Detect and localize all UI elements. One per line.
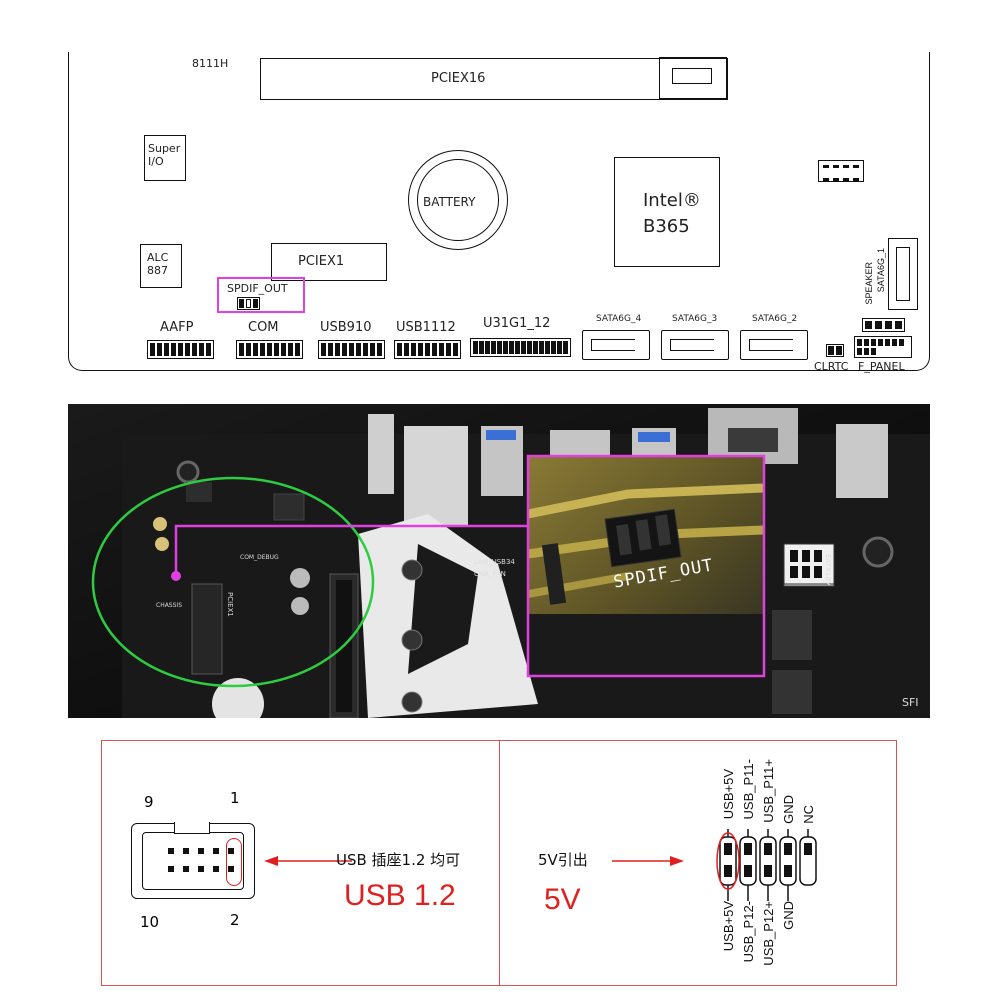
u31g1-label: U31G1_12: [483, 316, 551, 331]
board-schematic: 8111H PCIEX16 Super I/O BATTERY Intel® B…: [0, 0, 1000, 380]
usb910-header: [318, 340, 385, 359]
clrtc-label: CLRTC: [814, 360, 849, 373]
speaker-header: [862, 318, 905, 332]
chipset-model-label: B365: [643, 216, 690, 237]
v5-big-label: 5V: [544, 883, 581, 916]
f-panel-header: [854, 336, 912, 358]
sata4-label: SATA6G_4: [596, 314, 642, 324]
pin-label-top-3: USB_P11+: [761, 759, 776, 823]
intel-label: Intel®: [643, 190, 701, 211]
sata2-label: SATA6G_2: [752, 314, 798, 324]
speaker-label: SPEAKER: [864, 262, 874, 305]
pin-10-label: 10: [140, 913, 160, 931]
sata1-label: SATA6G_1: [876, 248, 886, 293]
sata3-port: [661, 330, 729, 360]
f-panel-label: F_PANEL: [858, 360, 905, 373]
board-label-pciex1: PCIEX1: [226, 592, 234, 617]
left-arrow: [264, 856, 352, 866]
aafp-label: AAFP: [160, 320, 194, 335]
aafp-header: [147, 340, 214, 359]
super-io-chip: Super I/O: [144, 135, 186, 181]
com-label: COM: [248, 320, 279, 335]
board-label-eatx12v: EATX12V: [824, 554, 832, 586]
alc887-chip: ALC 887: [140, 244, 182, 288]
battery-label: BATTERY: [423, 195, 476, 209]
usb910-label: USB910: [320, 320, 372, 335]
spdif-out-label: SPDIF_OUT: [227, 282, 288, 295]
pin-label-top-1: USB+5V: [721, 769, 736, 820]
pciex1-slot: PCIEX1: [271, 243, 387, 281]
sata3-label: SATA6G_3: [672, 314, 718, 324]
right-arrow: [612, 856, 684, 866]
small-chip: [818, 160, 864, 182]
pinout-diagram: 9 1 10 2 USB 插座1.2 均可 USB 1.2 5V引出 5V US…: [101, 740, 897, 986]
board-label-sfi: SFI: [902, 696, 919, 709]
pin-2-label: 2: [230, 911, 240, 929]
sata1-port: [888, 238, 918, 310]
spdif-header: [237, 297, 260, 310]
usb-note: USB 插座1.2 均可: [336, 851, 461, 869]
board-photo: SPDIF_OUT LAN_USB34 CHA_FAN CHASSIS PCIE…: [68, 404, 930, 718]
usb1112-label: USB1112: [396, 320, 456, 335]
pin1-highlight: [226, 838, 242, 886]
usb1112-header: [394, 340, 461, 359]
pciex16-slot: PCIEX16: [260, 57, 728, 100]
usb-header-outline: [131, 822, 255, 899]
sata4-port: [582, 330, 650, 360]
sata2-port: [740, 330, 808, 360]
pin-label-top-5: NC: [801, 805, 816, 824]
board-label-chassis: CHASSIS: [156, 602, 183, 609]
pciex16-label: PCIEX16: [431, 71, 486, 86]
pinout-header: [716, 829, 817, 901]
com-header: [236, 340, 303, 359]
pin-label-bottom-3: USB_P12+: [761, 901, 776, 966]
pin-9-label: 9: [144, 793, 154, 811]
battery: BATTERY: [408, 150, 508, 250]
pin-label-bottom-4: GND: [781, 901, 796, 930]
board-outline: [68, 52, 930, 371]
usb-header-pins: [168, 848, 234, 872]
board-label-com-debug: COM_DEBUG: [240, 554, 279, 561]
spdif-out-highlight: SPDIF_OUT: [217, 277, 305, 313]
usb-big-label: USB 1.2: [344, 879, 456, 912]
pin-label-top-4: GND: [781, 795, 796, 824]
pin-label-bottom-2: USB_P12-: [741, 901, 756, 963]
pin-label-top-2: USB_P11-: [741, 759, 756, 820]
clrtc-header: [826, 344, 844, 357]
pciex1-label: PCIEX1: [298, 254, 345, 269]
u31g1-header: [470, 338, 571, 357]
divider: [499, 741, 500, 985]
board-label-lan-usb34: LAN_USB34: [474, 558, 515, 566]
pciex16-latch: [659, 57, 727, 99]
chipset-intel-b365: Intel® B365: [614, 157, 720, 267]
alc887-label: ALC 887: [147, 251, 169, 277]
pin-label-bottom-1: USB+5V: [721, 901, 736, 952]
board-photo-art: [68, 404, 930, 718]
board-label-cha-fan: CHA_FAN: [474, 570, 506, 578]
super-io-label: Super I/O: [148, 142, 181, 168]
pin-1-label: 1: [230, 789, 240, 807]
chip-label-8111h: 8111H: [192, 57, 229, 70]
v5-note: 5V引出: [538, 851, 588, 869]
